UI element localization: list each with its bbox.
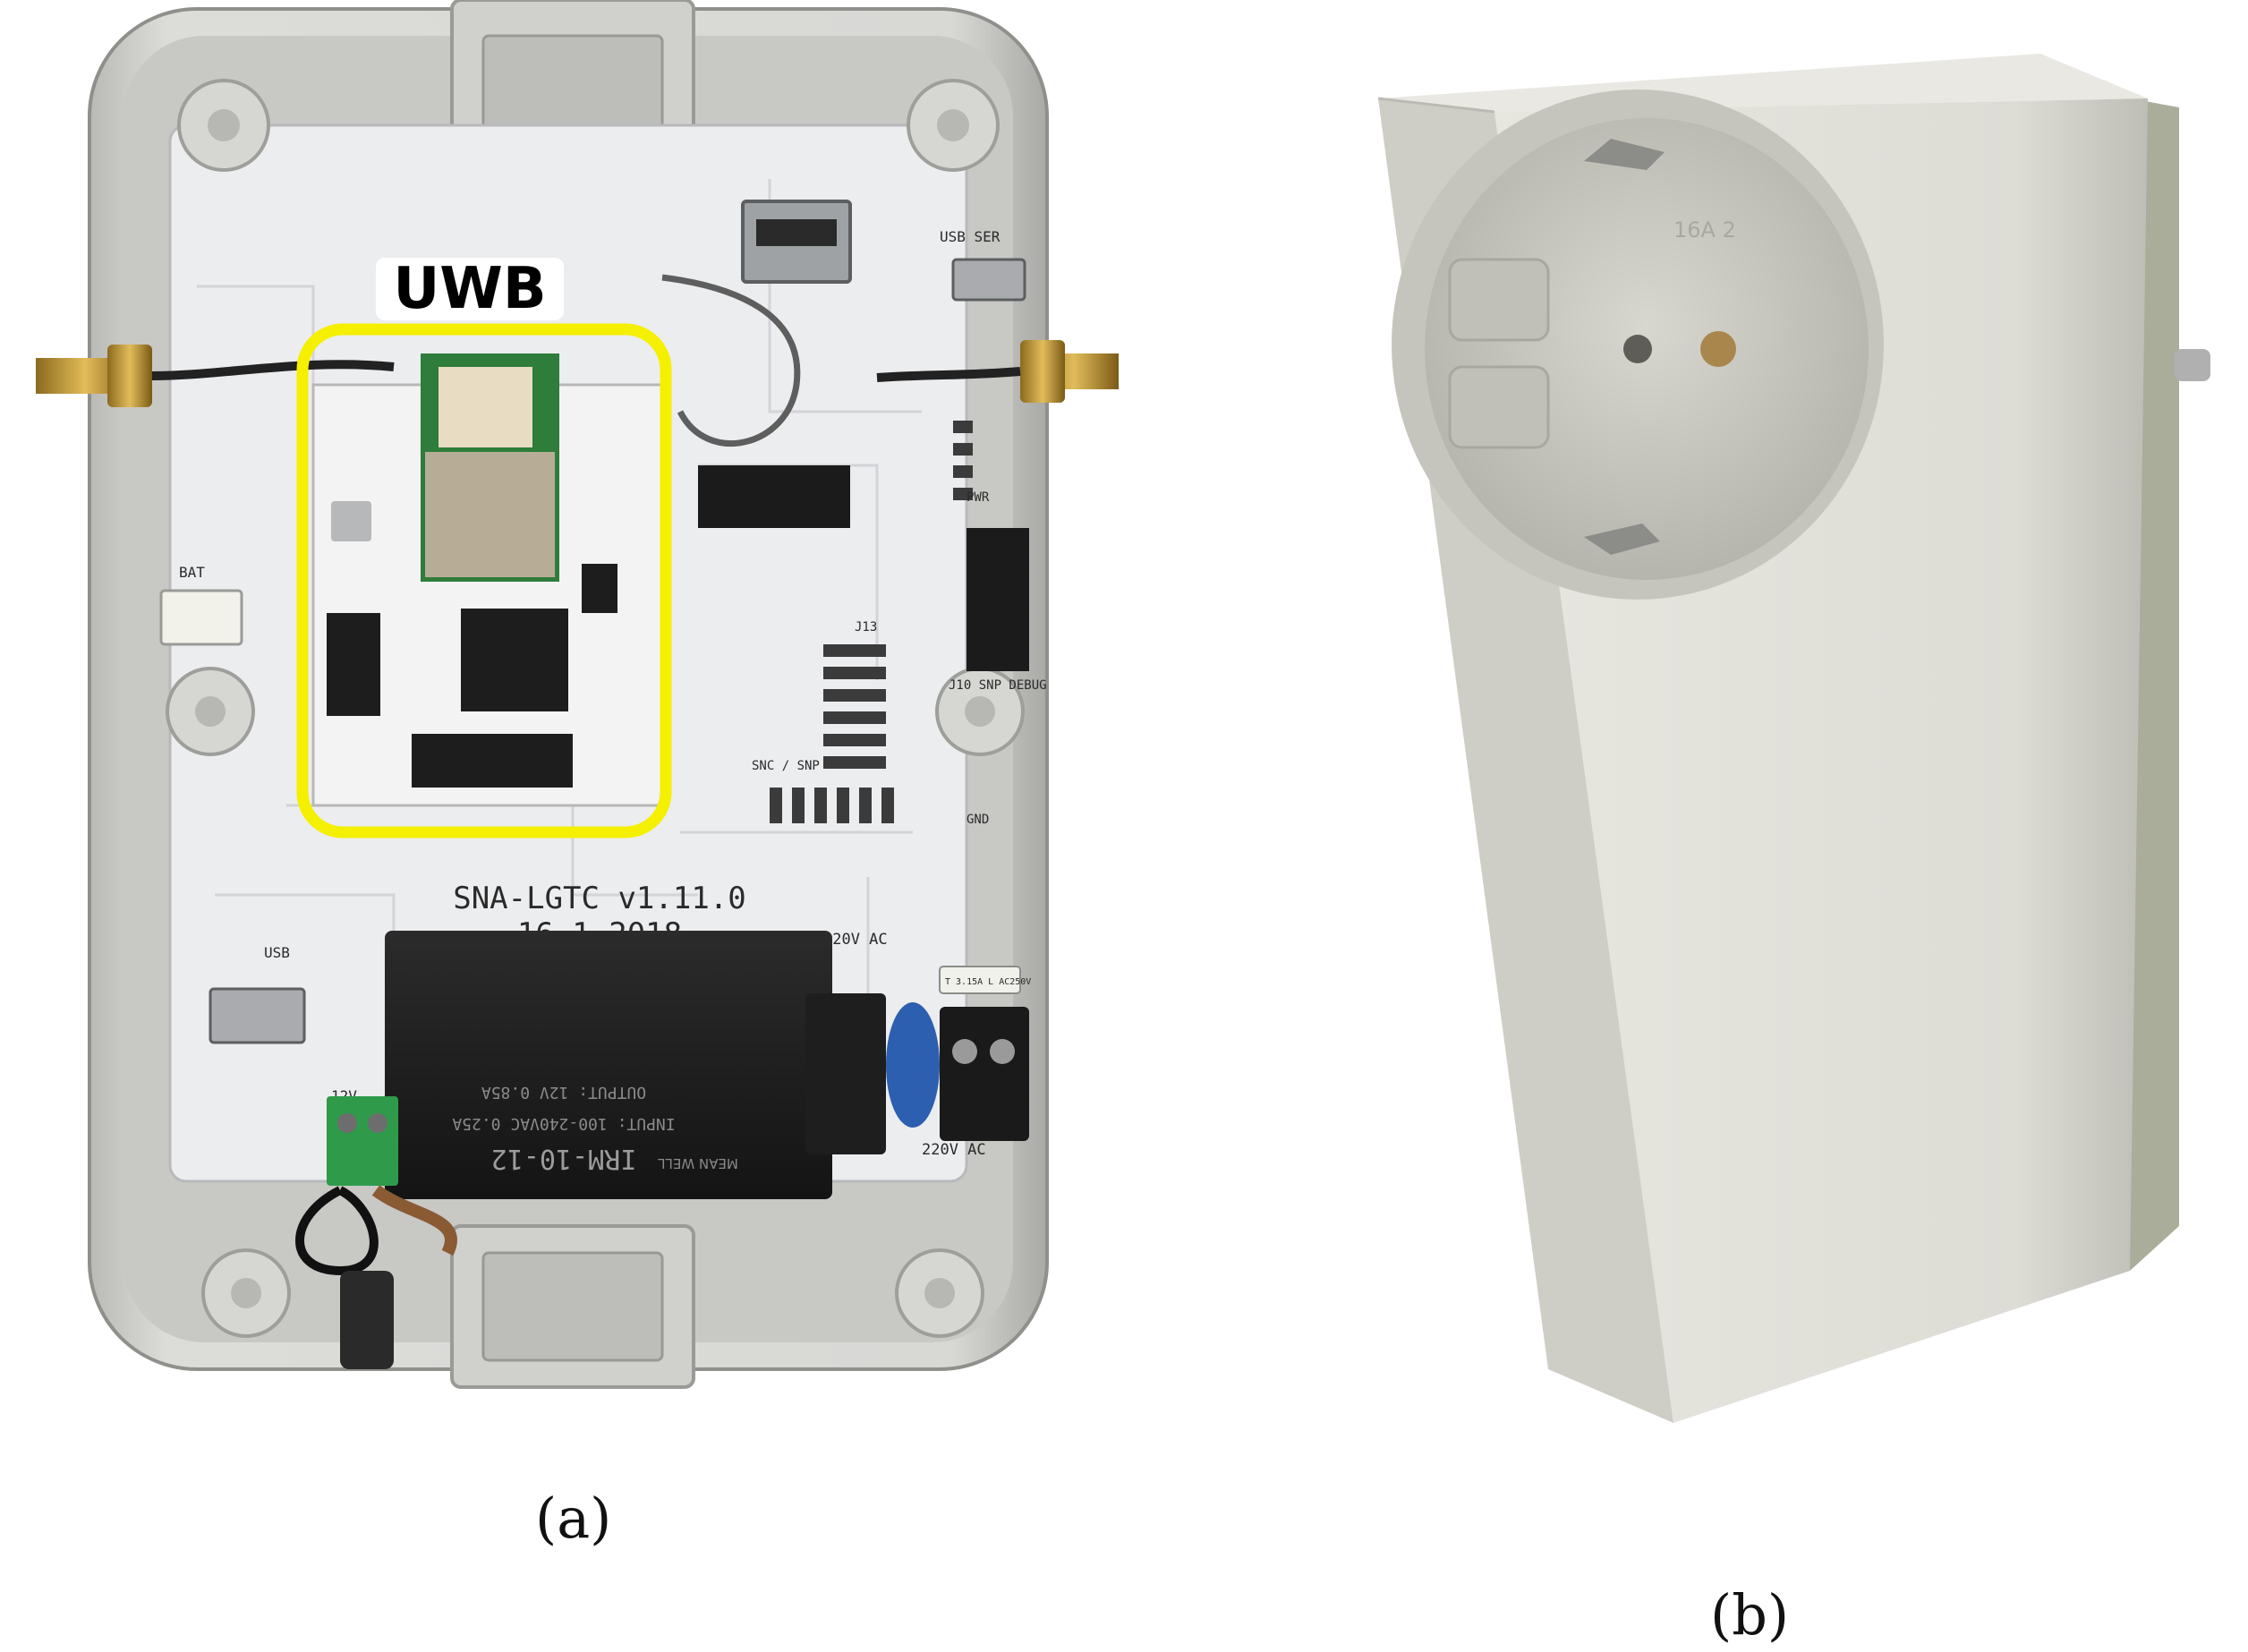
dc-jack: [340, 1271, 394, 1369]
fuse: [939, 966, 1021, 994]
power-supply-module: IRM-10-12 INPUT: 100-240VAC 0.25A OUTPUT…: [385, 931, 886, 1199]
board-name: SNA-LGTC v1.11.0: [453, 881, 746, 916]
sma-connector-left: [36, 345, 395, 407]
photo-closed-enclosure: 16A 2: [1342, 54, 2210, 1450]
label-bat: BAT: [179, 564, 205, 581]
dc-terminal-block: [327, 1096, 398, 1186]
battery-connector: [159, 589, 243, 646]
psu-input: INPUT: 100-240VAC 0.25A: [452, 1114, 675, 1133]
antenna-cable: [661, 274, 801, 447]
label-j13: J13: [855, 620, 877, 634]
plug-pin: [2175, 349, 2210, 381]
label-gnd: GND: [966, 813, 989, 827]
psu-output: OUTPUT: 12V 0.85A: [481, 1083, 646, 1102]
smd-components: [770, 421, 973, 823]
label-usb: USB: [264, 944, 290, 961]
label-snc-snp: SNC / SNP: [752, 759, 820, 773]
photo-open-enclosure: UWB SNA-LGTC v1.11.0 16.1.2018 USB USB S…: [18, 0, 1119, 1432]
earth-clip-top-icon: [1584, 139, 1665, 170]
fuse-label: T 3.15A L AC250V: [945, 977, 1031, 987]
label-usb-ser: USB SER: [940, 228, 1001, 245]
dc-cable-black: [295, 1186, 379, 1276]
psu-brand: MEAN WELL: [658, 1155, 738, 1171]
label-debug: J10 SNP DEBUG: [949, 678, 1047, 693]
mini-usb-top: [951, 258, 1026, 302]
enclosure-closed-photo: 16A 2: [1377, 54, 2210, 1423]
debug-header: [966, 528, 1029, 671]
caption-b: (b): [1710, 1582, 1790, 1648]
label-220v-bottom: 220V AC: [922, 1141, 986, 1159]
caption-a: (a): [535, 1486, 612, 1551]
header-right: [698, 465, 850, 528]
blue-capacitor: [886, 1002, 940, 1128]
enclosure-photo: UWB SNA-LGTC v1.11.0 16.1.2018 USB USB S…: [36, 0, 1119, 1389]
uwb-callout-text: UWB: [393, 256, 546, 322]
corner-posts: [166, 79, 1025, 1338]
sma-connector-right: [876, 340, 1119, 403]
socket-rating: 16A 2: [1673, 217, 1736, 243]
label-220v-top: 220V AC: [823, 931, 888, 949]
psu-model: IRM-10-12: [491, 1143, 637, 1174]
uwb-callout: UWB: [376, 256, 564, 322]
ac-terminal-block: [940, 1007, 1029, 1141]
dc-cable-brown: [371, 1185, 457, 1256]
label-pwr: PWR: [966, 490, 990, 505]
mini-usb-bottom: [209, 987, 306, 1044]
uwb-highlight-box: [296, 323, 672, 839]
uwb-module: [311, 353, 664, 807]
earth-clip-bottom-icon: [1584, 524, 1660, 555]
socket-recess: 16A 2: [1392, 89, 1884, 600]
enclosure-top-face: [1378, 54, 2148, 112]
